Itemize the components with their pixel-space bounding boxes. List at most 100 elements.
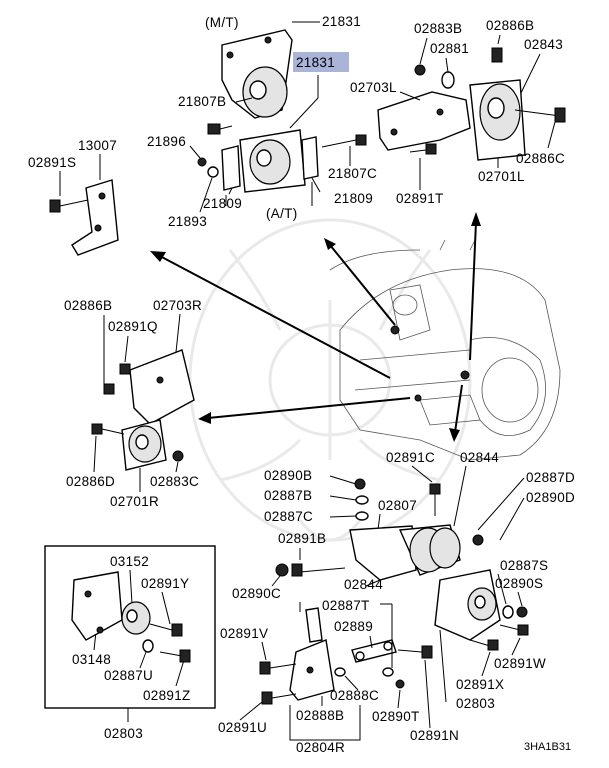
nut-02883b: [414, 64, 426, 76]
label-02888c: 02888C: [330, 688, 379, 703]
bolt-02891u: [261, 691, 297, 705]
bolt-02886b-left: [103, 383, 115, 395]
bolt-02886b: [491, 47, 503, 63]
nut-02890d: [472, 534, 484, 546]
label-02890t: 02890T: [372, 709, 420, 724]
group-box-02803: [44, 545, 216, 709]
label-02891s: 02891S: [28, 155, 76, 170]
bolt-02891q: [119, 363, 131, 375]
label-02703r: 02703R: [153, 298, 202, 313]
label-21831-highlighted[interactable]: 21831: [296, 55, 335, 70]
bolt-02891x: [469, 639, 499, 651]
engine-overview: [329, 239, 561, 461]
label-21809-right: 21809: [334, 191, 373, 206]
label-02883c: 02883C: [150, 474, 199, 489]
label-02883b: 02883B: [414, 21, 462, 36]
bracket-02703l: [377, 91, 471, 151]
label-02890b: 02890B: [264, 468, 312, 483]
label-02887t: 02887T: [322, 598, 370, 613]
label-02891v: 02891V: [220, 626, 268, 641]
label-at: (A/T): [266, 206, 298, 221]
label-02844-mid: 02844: [344, 577, 383, 592]
label-02890c: 02890C: [232, 586, 281, 601]
label-02803-box: 02803: [104, 726, 143, 741]
nut-02890b: [354, 478, 366, 490]
mount-02807: [349, 524, 461, 581]
link-02889: [351, 639, 397, 663]
label-02887c: 02887C: [264, 509, 313, 524]
label-02891q: 02891Q: [108, 319, 158, 334]
label-02843: 02843: [524, 37, 563, 52]
label-02844-top: 02844: [460, 450, 499, 465]
label-02887d: 02887D: [526, 470, 575, 485]
bolt-02891b: [291, 563, 346, 577]
washer-02887c: [355, 511, 369, 521]
background-watermark: [188, 218, 472, 542]
mt-mount-bracket: [221, 29, 293, 119]
label-02807: 02807: [378, 498, 417, 513]
label-02890s: 02890S: [495, 576, 543, 591]
bolt-02891z: [159, 649, 191, 663]
bracket-02804r: [289, 607, 335, 701]
washer-02887s: [502, 605, 514, 619]
label-02891y: 02891Y: [141, 576, 189, 591]
label-02701l: 02701L: [478, 169, 525, 184]
label-03152: 03152: [110, 554, 149, 569]
nut-02890c: [275, 563, 289, 577]
bolt-21807c: [321, 134, 367, 148]
label-02886d: 02886D: [66, 474, 115, 489]
washer-21893: [207, 166, 219, 178]
label-21809-left: 21809: [203, 196, 242, 211]
label-02891t: 02891T: [396, 191, 444, 206]
washer-02881: [441, 71, 455, 89]
bolt-02891n: [397, 645, 433, 659]
washer-02887u: [142, 639, 154, 653]
label-mt: (M/T): [205, 15, 239, 30]
label-02703l: 02703L: [350, 80, 397, 95]
bolt-02891w: [499, 624, 529, 636]
label-02888b: 02888B: [296, 708, 344, 723]
label-02891n: 02891N: [410, 728, 459, 743]
mount-02803-right: [434, 569, 501, 641]
bolt-02891v: [259, 661, 297, 675]
label-02887s: 02887S: [500, 558, 548, 573]
pointer-arrows: [150, 212, 481, 442]
label-02891c: 02891C: [386, 450, 435, 465]
label-02887u: 02887U: [104, 668, 153, 683]
mount-02701r: [121, 419, 167, 471]
label-02891w: 02891W: [494, 656, 546, 671]
label-21893: 21893: [168, 214, 207, 229]
bolt-02891y: [149, 623, 183, 637]
label-21807b: 21807B: [178, 94, 226, 109]
label-02889: 02889: [334, 619, 373, 634]
label-02890d: 02890D: [526, 490, 575, 505]
label-02891x: 02891X: [456, 677, 504, 692]
bracket-02703r: [129, 349, 195, 425]
highlight-21831[interactable]: [293, 52, 349, 72]
label-21896: 21896: [147, 134, 186, 149]
bracket-13007: [71, 179, 119, 256]
label-02891u: 02891U: [218, 720, 267, 735]
nut-02890s: [516, 606, 528, 618]
nut-02890t: [395, 679, 405, 689]
label-02891z: 02891Z: [143, 688, 191, 703]
label-02886c: 02886C: [516, 151, 565, 166]
bolt-21807b: [207, 123, 233, 135]
washer-02888c: [334, 667, 346, 677]
mount-02701l: [469, 79, 566, 161]
washer-02887b: [355, 495, 369, 505]
label-13007: 13007: [78, 138, 117, 153]
mount-03152: [71, 571, 151, 641]
at-mount-assembly: [221, 129, 319, 193]
label-02891b: 02891B: [278, 531, 326, 546]
label-02886b-left: 02886B: [64, 298, 112, 313]
label-02701r: 02701R: [110, 494, 159, 509]
label-02881: 02881: [430, 41, 469, 56]
label-02804r: 02804R: [296, 740, 345, 755]
label-02803-right: 02803: [456, 696, 495, 711]
bolt-02891s: [49, 199, 89, 213]
bolt-02891c: [429, 483, 441, 516]
label-21807c: 21807C: [328, 166, 377, 181]
washer-02887t: [382, 667, 394, 677]
